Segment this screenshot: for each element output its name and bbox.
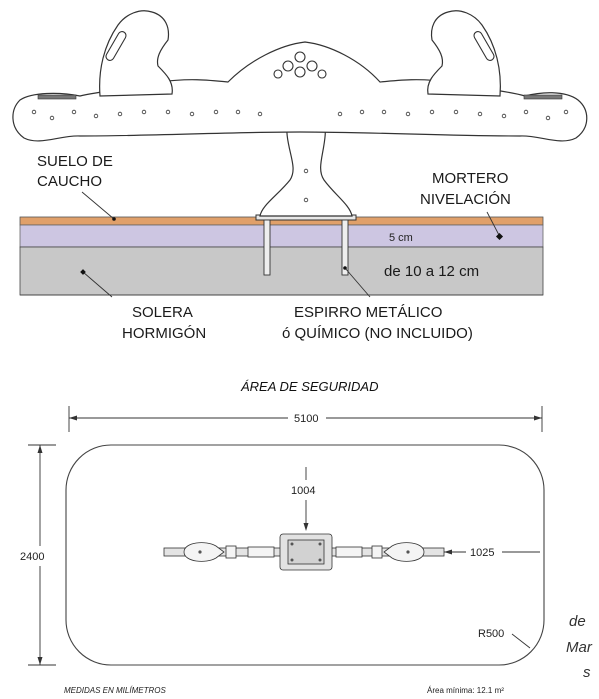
anchor-label-line2: ó QUÍMICO (NO INCLUIDO) [282,325,473,342]
units-note: MEDIDAS EN MILÍMETROS [64,686,166,695]
safety-height-label: 2400 [20,551,44,563]
mortar-thickness-label: 5 cm [389,232,413,244]
concrete-thickness-label: de 10 a 12 cm [384,263,479,280]
anchor-label-line1: ESPIRRO METÁLICO [294,304,442,321]
mortar-label-line2: NIVELACIÓN [420,191,511,208]
rubber-floor-label-line2: CAUCHO [37,173,102,190]
cutoff-text-1: de [569,613,586,630]
safety-width-label: 5100 [294,413,318,425]
mortar-label-line1: MORTERO [432,170,508,187]
item-width-label: 1004 [291,485,315,497]
slab-label-line2: HORMIGÓN [122,325,206,342]
clearance-label: 1025 [470,547,494,559]
cutoff-text-3: s [583,664,591,681]
area-note: Área mínima: 12.1 m² [427,686,504,695]
safety-area-title: ÁREA DE SEGURIDAD [240,379,379,394]
radius-label: R500 [478,628,504,640]
cutoff-text-2: Mar [566,639,593,656]
anchor-bolt-right [341,219,349,276]
anchor-bolt-left [263,219,271,276]
seesaw-drawing [12,10,588,217]
rubber-floor-label-line1: SUELO DE [37,153,113,170]
seesaw-top-view [163,533,445,571]
safety-area-outline [65,444,545,666]
concrete-slab-layer [19,246,544,296]
mortar-layer [19,224,544,248]
slab-label-line1: SOLERA [132,304,193,321]
